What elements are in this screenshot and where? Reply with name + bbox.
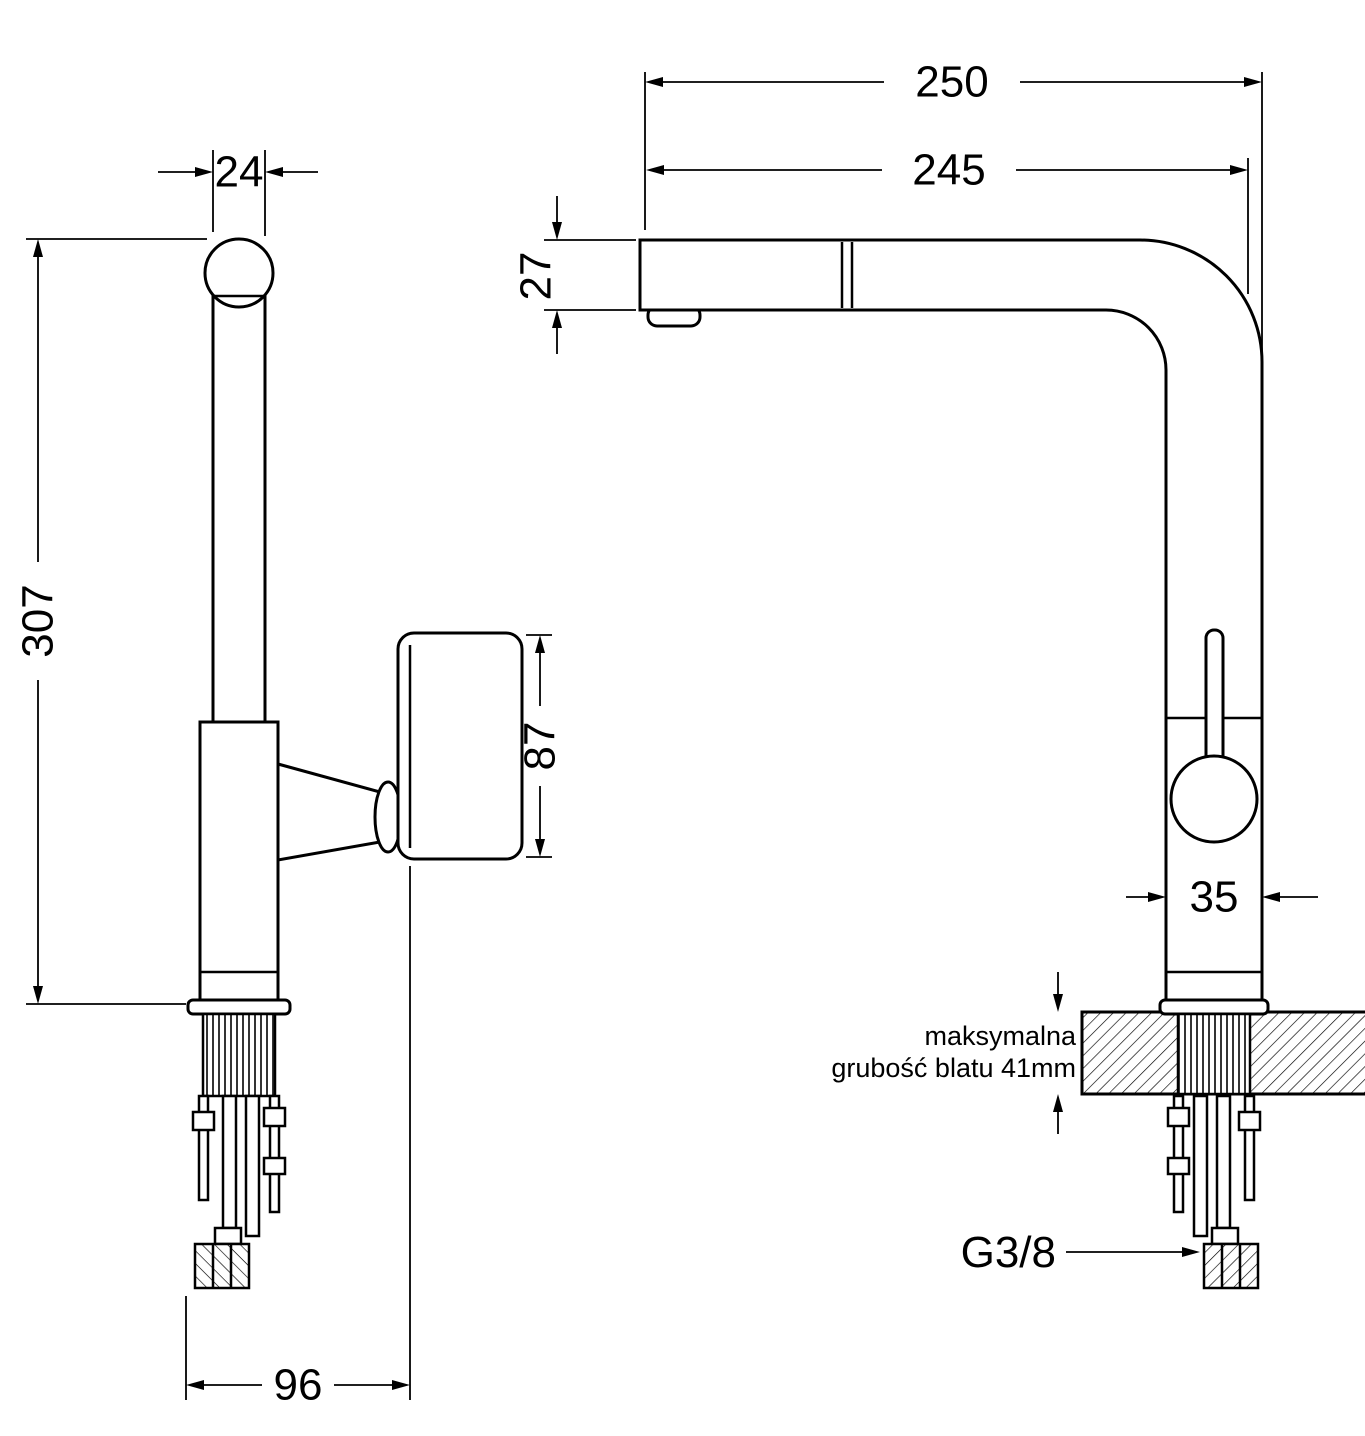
spout-head-side — [203, 237, 275, 309]
faucet-outline-front — [638, 238, 1264, 1004]
countertop-note-line-2: grubość blatu 41mm — [831, 1053, 1076, 1083]
dim-87-label: 87 — [516, 722, 565, 771]
dim-96-label: 96 — [274, 1361, 323, 1410]
dimension-87: 87 — [516, 634, 565, 858]
dimension-96: 96 — [185, 866, 411, 1410]
dimension-250: 250 — [644, 58, 1263, 354]
right-view: 250 245 27 35 — [512, 58, 1365, 1290]
base-flange-right — [1158, 998, 1270, 1016]
dimension-245: 245 — [646, 146, 1249, 294]
spout-pipe-side — [211, 290, 267, 724]
mounting-hardware-left — [191, 1094, 287, 1290]
lever-rod — [1204, 628, 1225, 777]
dim-35-label: 35 — [1190, 873, 1239, 922]
dimension-35: 35 — [1126, 873, 1318, 922]
dim-250-label: 250 — [915, 58, 988, 107]
dim-307-label: 307 — [14, 584, 63, 657]
threaded-shank-left — [201, 1012, 277, 1098]
faucet-body-side — [198, 720, 280, 1004]
thread-size-label: G3/8 — [961, 1228, 1056, 1277]
mounting-hardware-right — [1166, 1094, 1262, 1290]
dim-24-label: 24 — [215, 148, 264, 197]
dim-245-label: 245 — [912, 146, 985, 195]
threaded-shank-right — [1176, 1012, 1252, 1096]
lever-pivot-circle — [1169, 754, 1259, 844]
dimension-24: 24 — [158, 148, 318, 236]
countertop-thickness-dimension: maksymalna grubość blatu 41mm — [831, 972, 1077, 1134]
lever-paddle-side — [396, 631, 524, 861]
countertop-note-line-1: maksymalna — [924, 1021, 1077, 1051]
base-flange-left — [186, 998, 292, 1016]
dimension-27: 27 — [512, 196, 636, 354]
handle-cone — [276, 762, 382, 862]
thread-size-callout: G3/8 — [961, 1228, 1200, 1277]
dim-27-label: 27 — [512, 252, 561, 301]
left-view: 24 307 87 — [14, 148, 565, 1410]
dimension-307: 307 — [14, 238, 207, 1005]
